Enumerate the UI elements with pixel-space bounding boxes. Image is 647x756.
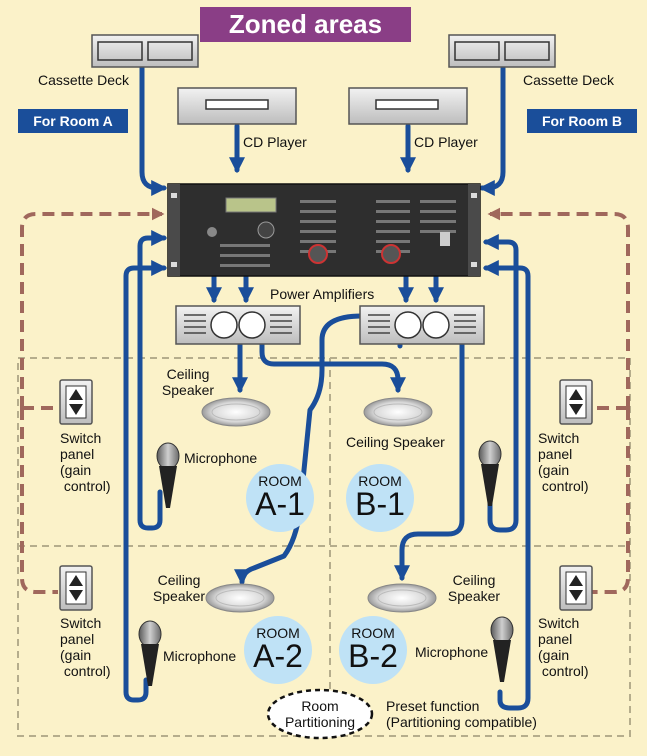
- switch-panel-bottom-right: [559, 565, 593, 611]
- power-amplifiers-label: Power Amplifiers: [270, 286, 375, 302]
- control-line-left-top: [20, 207, 165, 408]
- microphone-a1: [156, 442, 180, 508]
- ceiling-speaker-b1: [363, 397, 433, 427]
- control-line-right-top: [487, 207, 630, 408]
- line-mic-b2: [482, 259, 531, 711]
- power-amplifier-a: [175, 305, 301, 345]
- room-partitioning-label: Room Partitioning: [284, 698, 356, 730]
- power-amplifier-b: [359, 305, 485, 345]
- switch-panel-top-right: [559, 379, 593, 425]
- room-a1-badge: ROOM A-1: [246, 464, 314, 532]
- line-mic-b1: [482, 233, 519, 533]
- control-line-right-bottom: [592, 408, 630, 594]
- microphone-b2: [490, 616, 514, 682]
- signal-lines: [123, 65, 531, 711]
- room-a-badge: For Room A: [18, 109, 128, 133]
- matrix-mixer-unit: [167, 183, 481, 277]
- ceiling-speaker-b2: [367, 583, 437, 613]
- switch-panel-bottom-right-label: Switch panel (gain control): [538, 615, 589, 679]
- preset-function-label: Preset function (Partitioning compatible…: [386, 698, 537, 730]
- cassette-deck-left-label: Cassette Deck: [38, 72, 130, 88]
- cd-player-right: [348, 87, 468, 125]
- room-areas: [17, 357, 631, 737]
- switch-panel-top-right-label: Switch panel (gain control): [538, 430, 589, 494]
- room-a2-id: A-2: [253, 638, 303, 674]
- microphone-a2: [138, 620, 162, 686]
- room-b2-word: ROOM: [351, 625, 395, 641]
- ceiling-speaker-a1: [201, 397, 271, 427]
- line-cassette-left: [139, 65, 168, 197]
- room-b1-badge: ROOM B-1: [346, 464, 414, 532]
- room-b-badge: For Room B: [527, 109, 637, 133]
- ceiling-speaker-a2-label: Ceiling Speaker: [152, 572, 206, 604]
- room-b2-badge: ROOM B-2: [339, 616, 407, 684]
- room-a1-word: ROOM: [258, 473, 302, 489]
- switch-panel-bottom-left: [59, 565, 93, 611]
- room-b1-word: ROOM: [358, 473, 402, 489]
- line-mic-a1: [137, 229, 168, 531]
- page-title: Zoned areas: [200, 7, 411, 42]
- room-a2-badge: ROOM A-2: [244, 616, 312, 684]
- room-b1-id: B-1: [355, 486, 405, 522]
- cd-player-left-label: CD Player: [243, 134, 307, 150]
- cassette-deck-right-label: Cassette Deck: [523, 72, 615, 88]
- switch-panel-top-left-label: Switch panel (gain control): [60, 430, 111, 494]
- cd-player-right-label: CD Player: [414, 134, 478, 150]
- ceiling-speaker-a1-label: Ceiling Speaker: [161, 366, 215, 398]
- cassette-deck-left: [91, 34, 199, 68]
- line-spk-b2: [393, 341, 465, 582]
- ceiling-speaker-b2-label: Ceiling Speaker: [447, 572, 501, 604]
- line-cassette-right: [478, 65, 506, 197]
- ceiling-speaker-b1-label: Ceiling Speaker: [346, 434, 445, 450]
- microphone-b2-label: Microphone: [415, 644, 489, 660]
- microphone-b1: [478, 440, 502, 506]
- cassette-deck-right: [448, 34, 556, 68]
- line-spk-a2: [234, 313, 365, 586]
- switch-panel-top-left: [59, 379, 93, 425]
- control-lines: [20, 207, 630, 594]
- room-a2-word: ROOM: [256, 625, 300, 641]
- cd-player-left: [177, 87, 297, 125]
- control-line-left-bottom: [20, 408, 58, 594]
- room-partitioning-outline: [266, 688, 374, 740]
- line-spk-b1: [259, 341, 407, 394]
- microphone-a2-label: Microphone: [163, 648, 237, 664]
- room-b2-id: B-2: [348, 638, 398, 674]
- microphone-a1-label: Microphone: [184, 450, 258, 466]
- room-a1-id: A-1: [255, 486, 305, 522]
- line-mic-a2: [123, 259, 168, 703]
- switch-panel-bottom-left-label: Switch panel (gain control): [60, 615, 111, 679]
- ceiling-speaker-a2: [205, 583, 275, 613]
